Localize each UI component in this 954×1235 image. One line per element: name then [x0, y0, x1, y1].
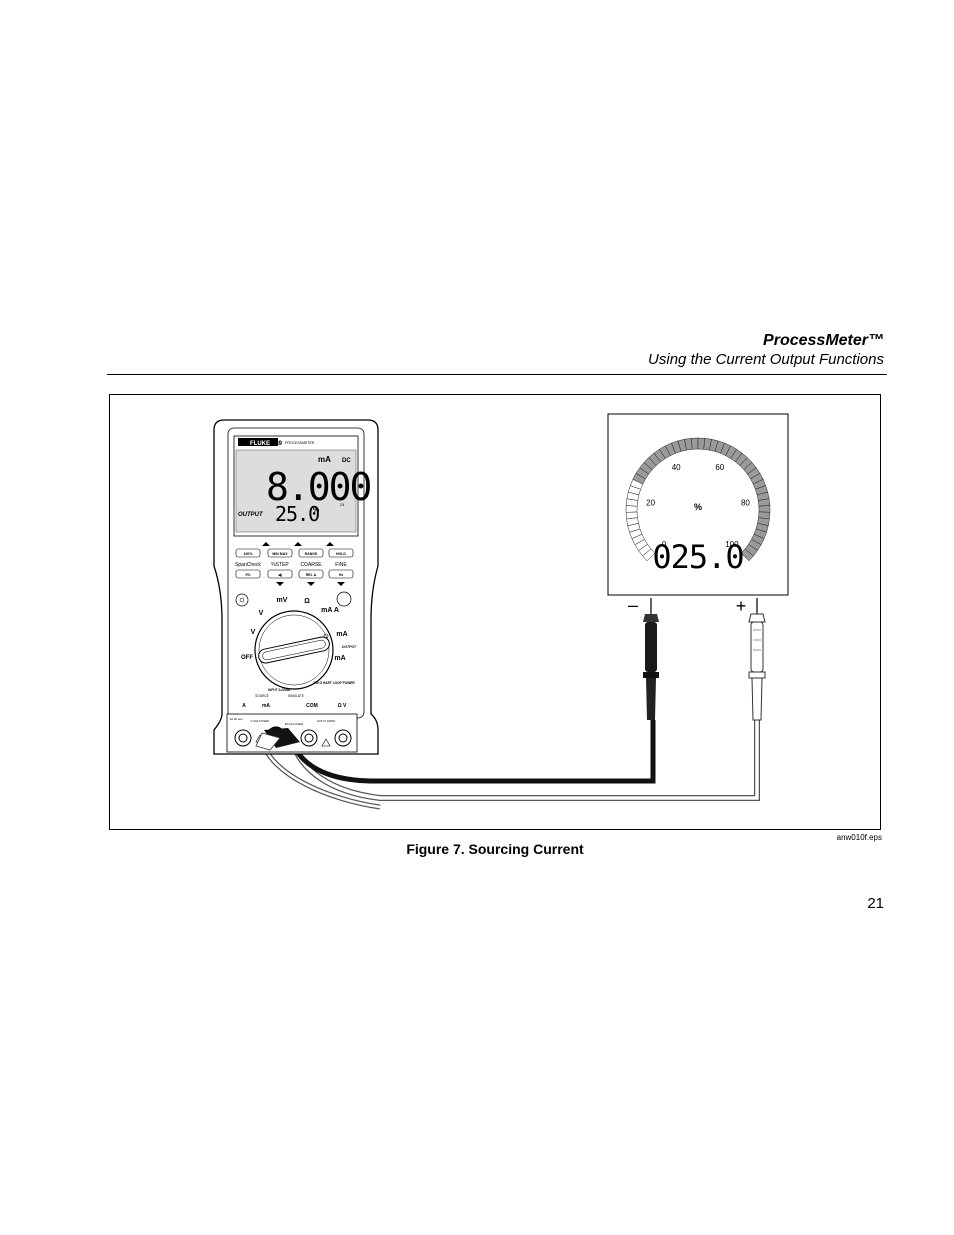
- button-beeper[interactable]: [267, 569, 293, 579]
- gauge-label-100: 100: [725, 540, 739, 549]
- label-fine: FINE: [335, 562, 347, 568]
- label-coarse: COARSE: [300, 562, 322, 568]
- terminal-note-1a: 1A 30 sec: [229, 717, 243, 721]
- gauge-scale-labels: 0 20 40 60 80 100: [646, 463, 750, 549]
- button-minmax-label: MIN MAX: [272, 552, 288, 556]
- lcd-output-label: OUTPUT: [238, 512, 264, 518]
- lcd-range: 24: [340, 502, 345, 507]
- gauge-label-0: 0: [662, 540, 667, 549]
- dial-ma-source: mA: [336, 631, 347, 638]
- terminal-label-a: A: [242, 703, 246, 709]
- gauge-segment: [690, 437, 699, 450]
- dial-output: OUTPUT: [342, 645, 357, 649]
- button-range[interactable]: [298, 548, 324, 558]
- button-rel-label: REL Δ: [306, 573, 317, 577]
- terminal-label-ma: mA: [262, 703, 270, 709]
- terminal-note-cat: CAT III 1000V: [317, 719, 336, 723]
- terminal-note-044a: 0.44A FUSED: [251, 719, 271, 723]
- gauge-segment: [625, 505, 638, 513]
- dial-loop-power: 250 Ω HART LOOP POWER: [313, 681, 355, 685]
- gauge-label-60: 60: [715, 463, 724, 472]
- figure-file-reference: anw010f.eps: [836, 833, 882, 842]
- label-spancheck: SpanCheck: [235, 562, 261, 568]
- button-hz-label: Hz: [339, 573, 344, 577]
- positive-probe: [748, 598, 766, 721]
- blue-button[interactable]: [336, 591, 352, 607]
- header-rule: [107, 374, 887, 375]
- dial-off: OFF: [241, 655, 253, 661]
- gauge-display-readout: 025.0: [652, 538, 743, 576]
- figure-frame: [109, 394, 881, 830]
- button-rel[interactable]: [298, 569, 324, 579]
- positive-plug: [255, 732, 281, 751]
- dial-source-label: SOURCE: [255, 694, 269, 698]
- gauge-tick-ring: [625, 437, 771, 562]
- lcd-secondary-reading: 25.0: [275, 502, 319, 526]
- gauge-segment: [625, 511, 638, 520]
- dial-ma-a: mA A: [321, 607, 339, 614]
- dial-simulate-label: SIMULATE: [288, 694, 304, 698]
- processmeter: FLUKE 789 PROCESSMETER mA DC 8.000 24 OU…: [213, 419, 379, 755]
- meter-model: 789: [272, 441, 283, 447]
- plus-terminal-label: +: [736, 596, 747, 616]
- dial-mv: mV: [277, 597, 288, 604]
- button-0pct-label: 0%: [245, 573, 251, 577]
- dial-input-label: INPUT 0-20mA: [268, 688, 291, 692]
- gauge-label-40: 40: [672, 463, 681, 472]
- button-hz[interactable]: [328, 569, 354, 579]
- button-hold[interactable]: [328, 548, 354, 558]
- button-100pct-label: 100%: [244, 552, 254, 556]
- page-number: 21: [867, 895, 884, 912]
- figure-caption: Figure 7. Sourcing Current: [406, 841, 584, 857]
- backlight-button[interactable]: [235, 593, 249, 607]
- minus-terminal-label: –: [628, 595, 638, 615]
- meter-model-sub: PROCESSMETER: [285, 441, 315, 445]
- dial-ma-sim: mA: [334, 655, 345, 662]
- rotary-dial[interactable]: [254, 610, 334, 690]
- terminal-label-com: COM: [306, 703, 318, 709]
- running-header-subtitle: Using the Current Output Functions: [648, 351, 884, 368]
- gauge-label-20: 20: [646, 499, 655, 508]
- gauge-segment: [758, 505, 771, 513]
- lcd-secondary-unit: %: [313, 507, 320, 514]
- negative-probe: [643, 598, 659, 720]
- gauge-label-80: 80: [741, 499, 750, 508]
- button-minmax[interactable]: [267, 548, 293, 558]
- label-pctstep: %STEP: [271, 562, 289, 568]
- button-range-label: RANGE: [305, 552, 318, 556]
- button-hold-label: HOLD: [336, 552, 346, 556]
- dial-v-dc: V: [259, 610, 264, 617]
- terminal-note-30ma: 30mA FUSED: [285, 722, 305, 726]
- dial-ohm: Ω: [304, 598, 310, 605]
- meter-brand: FLUKE: [250, 441, 270, 447]
- button-0pct[interactable]: [235, 569, 261, 579]
- gauge-unit: %: [694, 502, 702, 512]
- dial-v-ac: V: [251, 629, 256, 636]
- button-100pct[interactable]: [235, 548, 261, 558]
- running-header-title: ProcessMeter™: [763, 332, 884, 349]
- lcd-unit: mA: [318, 455, 331, 464]
- panel-gauge: 0 20 40 60 80 100 % 025.0: [607, 413, 789, 596]
- lcd-main-reading: 8.000: [266, 465, 371, 509]
- lcd-mode: DC: [342, 458, 351, 464]
- gauge-segment: [740, 548, 754, 562]
- terminal-label-ohm-v: Ω V: [338, 703, 347, 709]
- button-beeper-label: ◀): [277, 573, 282, 577]
